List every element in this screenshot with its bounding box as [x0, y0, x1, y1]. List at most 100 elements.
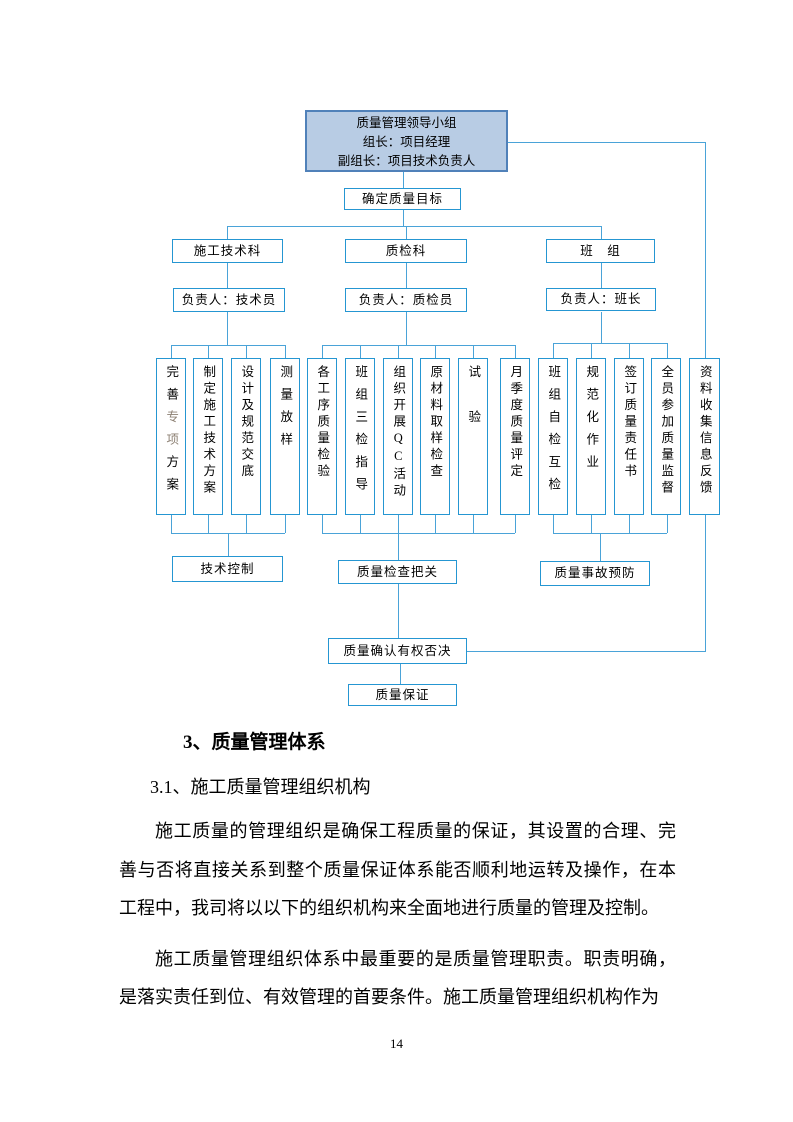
outcome-box-tech-control: 技术控制 — [172, 556, 283, 582]
connector-line — [705, 515, 706, 652]
paragraph-1: 施工质量的管理组织是确保工程质量的保证，其设置的合理、完善与否将直接关系到整个质… — [119, 821, 676, 918]
connector-line — [467, 651, 706, 652]
paragraph-2: 施工质量管理组织体系中最重要的是质量管理职责。职责明确，是落实责任到位、有效管理… — [119, 948, 676, 1008]
connector-line — [601, 263, 602, 288]
task-box-all-staff-supervision: 全员参加质量监督 — [651, 358, 681, 515]
task-box-test: 试 验 — [458, 358, 488, 515]
connector-line — [208, 345, 209, 358]
leader-line3: 副组长：项目技术负责人 — [337, 154, 476, 168]
connector-line — [591, 515, 592, 533]
task-label: 签订质量责任书 — [622, 365, 637, 481]
connector-line — [322, 533, 515, 534]
subsection-heading: 3.1、施工质量管理组织机构 — [150, 777, 371, 797]
task-box-standardized-work: 规范化作业 — [576, 358, 606, 515]
leader-group-box: 质量管理领导小组 组长：项目经理 副组长：项目技术负责人 — [305, 110, 508, 172]
responsible-box-qc: 负责人：质检员 — [345, 288, 467, 312]
connector-line — [398, 515, 399, 533]
assurance-box: 质量保证 — [348, 684, 457, 706]
task-label: 设计及规范交底 — [239, 365, 254, 481]
connector-line — [435, 515, 436, 533]
task-box-special-plan: 完善专项方案 — [156, 358, 186, 515]
connector-line — [508, 142, 705, 143]
section-heading: 3、质量管理体系 — [183, 732, 326, 753]
task-label-part: 方案 — [164, 455, 179, 500]
connector-line — [435, 345, 436, 358]
task-label: 月季度质量评定 — [508, 365, 523, 481]
connector-line — [406, 263, 407, 288]
connector-line — [629, 343, 630, 358]
task-box-survey: 测量放样 — [270, 358, 300, 515]
task-label: 全员参加质量监督 — [659, 365, 674, 497]
connector-line — [591, 343, 592, 358]
task-box-tech-scheme: 制定施工技术方案 — [193, 358, 223, 515]
task-label: 测量放样 — [278, 365, 293, 455]
leader-line1: 质量管理领导小组 — [356, 116, 457, 130]
feedback-box: 资料收集信息反馈 — [689, 358, 720, 515]
connector-line — [403, 172, 404, 188]
task-box-quality-assessment: 月季度质量评定 — [500, 358, 530, 515]
connector-line — [360, 515, 361, 533]
goal-box: 确定质量目标 — [344, 188, 461, 210]
task-label: 班组三检指导 — [353, 365, 368, 500]
task-box-qc-activity: 组织开展QC活动 — [383, 358, 413, 515]
connector-line — [322, 345, 515, 346]
connector-line — [629, 515, 630, 533]
connector-line — [322, 515, 323, 533]
task-label: 各工序质量检验 — [315, 365, 330, 481]
connector-line — [322, 345, 323, 358]
responsible-box-crew: 负责人：班长 — [546, 288, 656, 311]
task-label: 班组自检互检 — [546, 365, 561, 500]
page-number: 14 — [390, 1036, 403, 1051]
connector-line — [601, 226, 602, 239]
task-box-responsibility-agreement: 签订质量责任书 — [614, 358, 644, 515]
document-body: 3、质量管理体系 3.1、施工质量管理组织机构 施工质量的管理组织是确保工程质量… — [119, 722, 676, 1017]
quality-org-chart: 质量管理领导小组 组长：项目经理 副组长：项目技术负责人 确定质量目标 施工技术… — [156, 110, 720, 706]
task-box-design-disclosure: 设计及规范交底 — [231, 358, 261, 515]
task-label: 原材料取样检查 — [428, 365, 443, 481]
dept-box-tech: 施工技术科 — [172, 239, 283, 263]
connector-line — [667, 515, 668, 533]
connector-line — [473, 345, 474, 358]
dept-box-qc: 质检科 — [345, 239, 467, 263]
connector-line — [400, 664, 401, 684]
connector-line — [473, 515, 474, 533]
task-label: 资料收集信息反馈 — [697, 365, 712, 497]
connector-line — [406, 312, 407, 345]
task-label: 规范化作业 — [584, 365, 599, 478]
connector-line — [285, 515, 286, 533]
task-label: 组织开展QC活动 — [391, 365, 406, 500]
task-box-process-inspection: 各工序质量检验 — [307, 358, 337, 515]
dept-box-crew: 班 组 — [546, 239, 655, 263]
task-box-material-sampling: 原材料取样检查 — [420, 358, 450, 515]
task-label: 试 验 — [466, 365, 481, 433]
responsible-box-tech: 负责人：技术员 — [173, 288, 285, 312]
connector-line — [515, 515, 516, 533]
connector-line — [285, 345, 286, 358]
connector-line — [398, 345, 399, 358]
leader-line2: 组长：项目经理 — [362, 135, 451, 149]
connector-line — [600, 533, 601, 561]
connector-line — [667, 343, 668, 358]
outcome-box-accident-prevention: 质量事故预防 — [540, 561, 650, 586]
connector-line — [406, 226, 407, 239]
task-label-part: 完善 — [164, 365, 179, 410]
connector-line — [227, 226, 228, 239]
connector-line — [208, 515, 209, 533]
task-label: 制定施工技术方案 — [201, 365, 216, 497]
connector-line — [227, 312, 228, 345]
connector-line — [398, 533, 399, 560]
connector-line — [246, 515, 247, 533]
connector-line — [553, 343, 554, 358]
connector-line — [171, 345, 172, 358]
connector-line — [398, 584, 399, 638]
connector-line — [553, 515, 554, 533]
connector-line — [227, 263, 228, 288]
connector-line — [360, 345, 361, 358]
connector-line — [227, 226, 602, 227]
connector-line — [403, 210, 404, 227]
connector-line — [515, 345, 516, 358]
connector-line — [246, 345, 247, 358]
task-label-muted: 专项 — [164, 410, 179, 455]
connector-line — [553, 533, 667, 534]
